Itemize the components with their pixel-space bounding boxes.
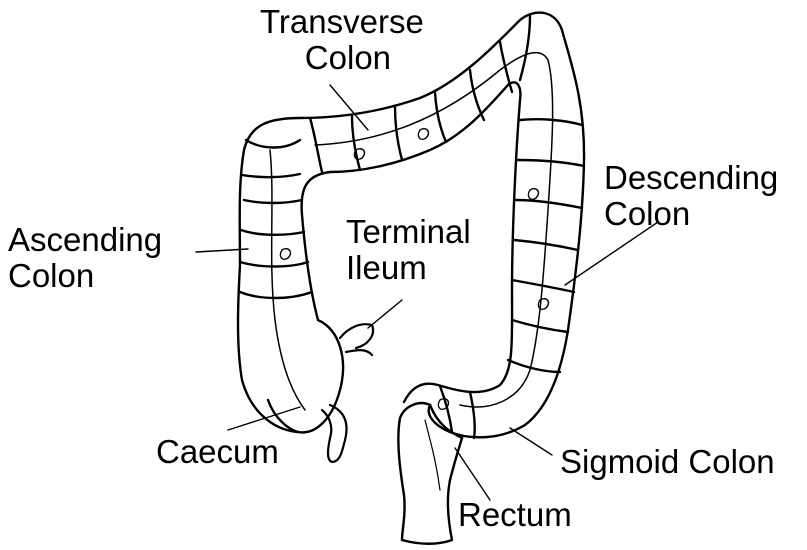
- label-descending-colon: Descending Colon: [604, 160, 778, 232]
- label-ascending-line2: Colon: [8, 258, 162, 294]
- label-ascending-line1: Ascending: [8, 222, 162, 258]
- leader-rectum: [455, 448, 490, 500]
- label-transverse-line2: Colon: [260, 40, 424, 76]
- label-rectum: Rectum: [458, 497, 572, 533]
- leader-sigmoid: [510, 428, 552, 455]
- label-transverse-line1: Transverse: [260, 4, 424, 40]
- label-terminal-line1: Terminal: [346, 214, 471, 250]
- leader-terminal-ileum: [368, 300, 402, 328]
- appendix-shape: [322, 405, 347, 462]
- label-descending-line2: Colon: [604, 196, 778, 232]
- label-terminal-line2: Ileum: [346, 250, 471, 286]
- label-descending-line1: Descending: [604, 160, 778, 196]
- label-transverse-colon: Transverse Colon: [260, 4, 424, 76]
- label-ascending-colon: Ascending Colon: [8, 222, 162, 294]
- rectum-shape: [398, 403, 462, 544]
- leader-transverse: [330, 85, 368, 130]
- label-sigmoid-colon: Sigmoid Colon: [560, 444, 775, 480]
- label-terminal-ileum: Terminal Ileum: [346, 214, 471, 286]
- terminal-ileum-shape: [340, 324, 373, 355]
- label-caecum: Caecum: [156, 434, 279, 470]
